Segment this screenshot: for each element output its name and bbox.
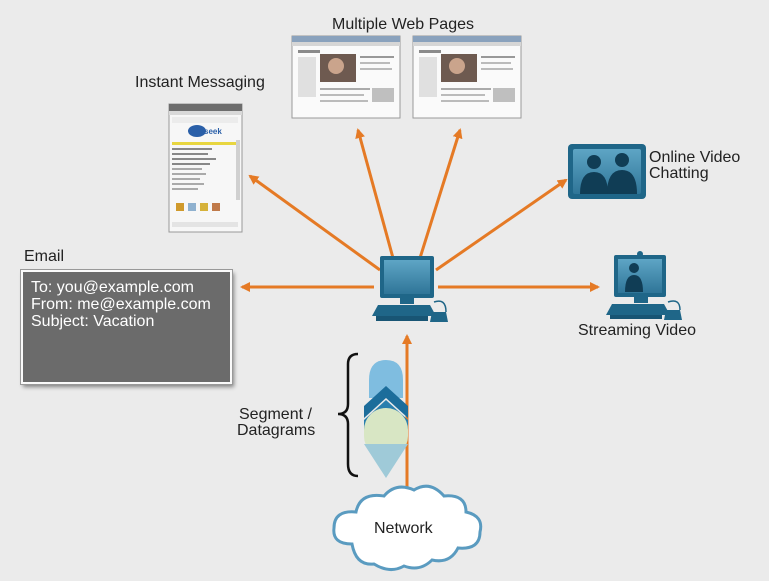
email-label: Email bbox=[24, 248, 65, 265]
chatting-label: Chatting bbox=[649, 165, 709, 182]
arrow-to-web-page-2 bbox=[418, 128, 463, 259]
network-label: Network bbox=[374, 520, 433, 537]
im-logo-text: seek bbox=[204, 127, 222, 136]
arrow-to-web-page-1 bbox=[355, 128, 395, 259]
instant-messaging-label: Instant Messaging bbox=[135, 74, 265, 91]
email-to-line: To: you@example.com bbox=[31, 279, 194, 296]
web-page-thumbnail-2 bbox=[412, 35, 522, 119]
datagrams-label: Datagrams bbox=[237, 422, 316, 439]
streaming-video-label: Streaming Video bbox=[578, 322, 696, 339]
segment-shape-1 bbox=[369, 360, 403, 398]
email-subject-line: Subject: Vacation bbox=[31, 313, 155, 330]
streaming-video-pc-icon bbox=[606, 251, 682, 320]
instant-messaging-window: seek bbox=[168, 103, 243, 233]
segment-label: Segment / bbox=[239, 406, 312, 423]
email-from-line: From: me@example.com bbox=[31, 296, 211, 313]
network-cloud bbox=[332, 484, 483, 571]
segment-shape-5 bbox=[364, 444, 408, 478]
email-message-box: To: you@example.com From: me@example.com… bbox=[20, 269, 233, 385]
web-page-thumbnail-1 bbox=[291, 35, 401, 119]
arrow-to-instant-messaging bbox=[248, 174, 381, 272]
segment-shape-2 bbox=[364, 386, 408, 418]
central-pc-icon bbox=[372, 256, 448, 322]
video-chat-monitor-icon bbox=[568, 144, 646, 199]
arrow-to-online-video bbox=[435, 178, 568, 272]
multiple-web-pages-label: Multiple Web Pages bbox=[332, 16, 474, 33]
arrows bbox=[240, 128, 600, 492]
segment-brace bbox=[337, 352, 359, 478]
online-video-label: Online Video bbox=[649, 149, 741, 166]
segment-stack bbox=[364, 360, 408, 478]
